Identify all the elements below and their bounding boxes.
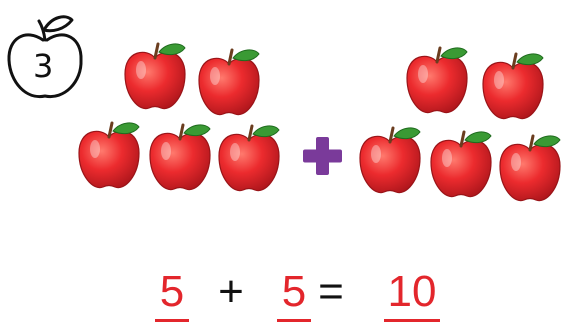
apple-number-badge-icon	[7, 15, 83, 99]
apple	[77, 121, 141, 190]
apple	[358, 126, 422, 195]
plus-sign-icon	[303, 137, 342, 175]
addend-b: 5	[277, 266, 311, 326]
apple	[123, 42, 187, 111]
left-apple-group	[77, 42, 281, 193]
apple	[148, 123, 212, 192]
addend-a: 5	[155, 266, 189, 326]
sum-result: 10	[384, 266, 440, 326]
apple	[197, 48, 261, 117]
apple	[429, 130, 493, 199]
apple	[498, 134, 562, 203]
equals-operator: =	[318, 267, 344, 316]
apple	[405, 46, 469, 115]
apple	[481, 52, 545, 121]
apple	[217, 124, 281, 193]
problem-number: 3	[33, 47, 54, 85]
right-apple-group	[358, 46, 562, 203]
plus-operator: +	[218, 267, 244, 316]
